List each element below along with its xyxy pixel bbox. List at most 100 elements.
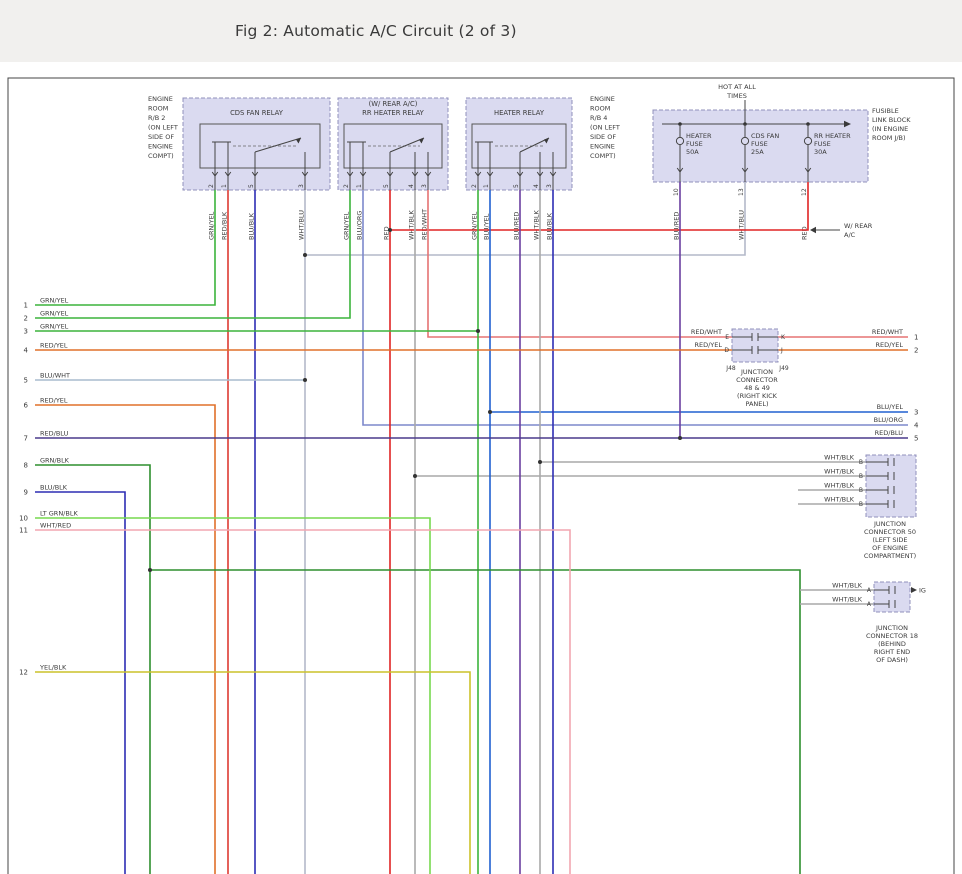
connector-pin-letter: B [859,501,863,508]
pin-arrow-icon [224,171,232,177]
fuse-name-label: RR HEATER [814,132,851,140]
hot-at-all-times-label: TIMES [726,92,747,100]
relay-switch-arrow [296,138,301,144]
fusible-link-label: FUSIBLE [872,107,899,115]
pin-arrow-icon [359,171,367,177]
connector-pin-letter: E [725,334,729,341]
pin-arrow-icon [486,171,494,177]
fuse-name-label: 50A [686,148,699,156]
engine-room-rb4-label: COMPT) [590,152,616,160]
connector-wire-label: WHT/BLK [824,468,855,476]
w-rear-ac-label: W/ REAR [844,222,873,230]
left-wire-number: 10 [19,515,28,523]
relay-switch-blade [254,137,302,153]
wire-red-wht-rr-relay [427,190,732,338]
connector-caption: (LEFT SIDE [872,536,907,544]
connector-caption: JUNCTION [873,520,906,528]
relay-wire-label: BLU/ORG [356,211,364,240]
connector-pin-letter: D [724,347,729,354]
left-wire-label: LT GRN/BLK [40,510,78,518]
wire-wht-blu-cds-fuse [305,182,746,256]
relay-wire-label: GRN/YEL [343,211,351,240]
wire-grn-yel-rr-relay [35,190,351,319]
fuse-name-label: FUSE [751,140,768,148]
relay-pin-number: 5 [248,184,255,188]
w-rear-ac-label: A/C [844,231,856,239]
wire-grn-blk-branch [150,569,801,874]
hot-at-all-times-label: HOT AT ALL [718,83,756,91]
pin-arrow-icon [301,171,309,177]
junction-connector-48-49 [731,328,779,363]
wire-grn-blk-wire8 [35,464,151,874]
pin-arrow-icon [474,171,482,177]
relay-switch-blade [389,137,425,153]
left-wire-number: 7 [24,435,28,443]
connector-caption: PANEL) [745,400,768,408]
left-wire-label: RED/YEL [40,397,68,405]
pin-arrow-icon [211,171,219,177]
wire-red-rr-heater-fuse [390,182,809,231]
relay-pin-number: 2 [208,184,215,188]
fuse-pin-number: 13 [738,188,745,196]
fusible-link-label: (IN ENGINE [872,125,908,133]
relay-pin-number: 3 [298,184,305,188]
connector-caption: (RIGHT KICK [737,392,778,400]
relay-wire-label: RED/BLK [221,211,229,240]
relay-pin-number: 4 [408,184,415,188]
connector-pin-letter: A [867,601,872,608]
connector-wire-label: WHT/BLK [824,454,855,462]
relay-pin-number: 3 [421,184,428,188]
fuse-name-label: 30A [814,148,827,156]
ig-label: IG [919,587,926,595]
relay-pin-number: 2 [343,184,350,188]
pin-arrow-icon [386,171,394,177]
engine-room-rb4-label: ENGINE [590,143,615,151]
relay-pin-number: 5 [383,184,390,188]
right-wire-label: RED/WHT [872,328,903,336]
connector-pin-letter: A [867,587,872,594]
fuse-symbol-icon [675,136,685,146]
wire-grn-yel-cds-relay [35,190,216,306]
junction-dot [148,568,152,572]
fuse-block-box [652,109,869,183]
right-wire-label: BLU/YEL [877,403,904,411]
left-wire-label: GRN/YEL [40,297,69,305]
pin-arrow-icon [516,171,524,177]
fusible-link-label: LINK BLOCK [872,116,911,124]
left-wire-label: YEL/BLK [39,664,67,672]
relay-title-rr-heater-relay: (W/ REAR A/C) [369,100,418,108]
junction-dot [303,378,307,382]
junction-dot [388,228,392,232]
right-wire-number: 3 [914,409,918,417]
right-wire-label: RED/BLU [875,429,904,437]
wire-wht-red-wire11 [35,529,571,874]
wire-lt-grn-blk-wire10 [35,517,431,874]
diagram-panel-border [7,77,955,874]
engine-room-rb2-label: ENGINE [148,143,173,151]
fuse-name-label: FUSE [814,140,831,148]
engine-room-rb4-label: (ON LEFT [590,124,620,132]
engine-room-rb2-label: ENGINE [148,95,173,103]
junction-dot [488,410,492,414]
engine-room-rb2-label: COMPT) [148,152,174,160]
connector-caption: JUNCTION [740,368,773,376]
connector-pin-letter: K [781,334,786,341]
connector-caption: CONNECTOR 50 [864,528,916,536]
connector-wire-label: WHT/BLK [824,482,855,490]
left-wire-label: RED/BLU [40,430,69,438]
fuse-wire-label: WHT/BLU [738,210,746,240]
junction-dot [413,474,417,478]
fuse-name-label: HEATER [686,132,712,140]
left-wire-number: 3 [24,328,28,336]
relay-wire-label: WHT/BLK [533,209,541,240]
relay-pin-number: 3 [546,184,553,188]
relay-symbol-heater-relay [471,123,567,169]
relay-wire-label: BLU/BLK [546,212,554,240]
fuse-wire-label: BLU/RED [673,212,681,240]
connector-wire-label: RED/YEL [694,341,722,349]
engine-room-rb2-label: SIDE OF [148,133,174,141]
right-wire-number: 5 [914,435,918,443]
connector-caption: RIGHT END [874,648,910,656]
junction-dot [476,329,480,333]
